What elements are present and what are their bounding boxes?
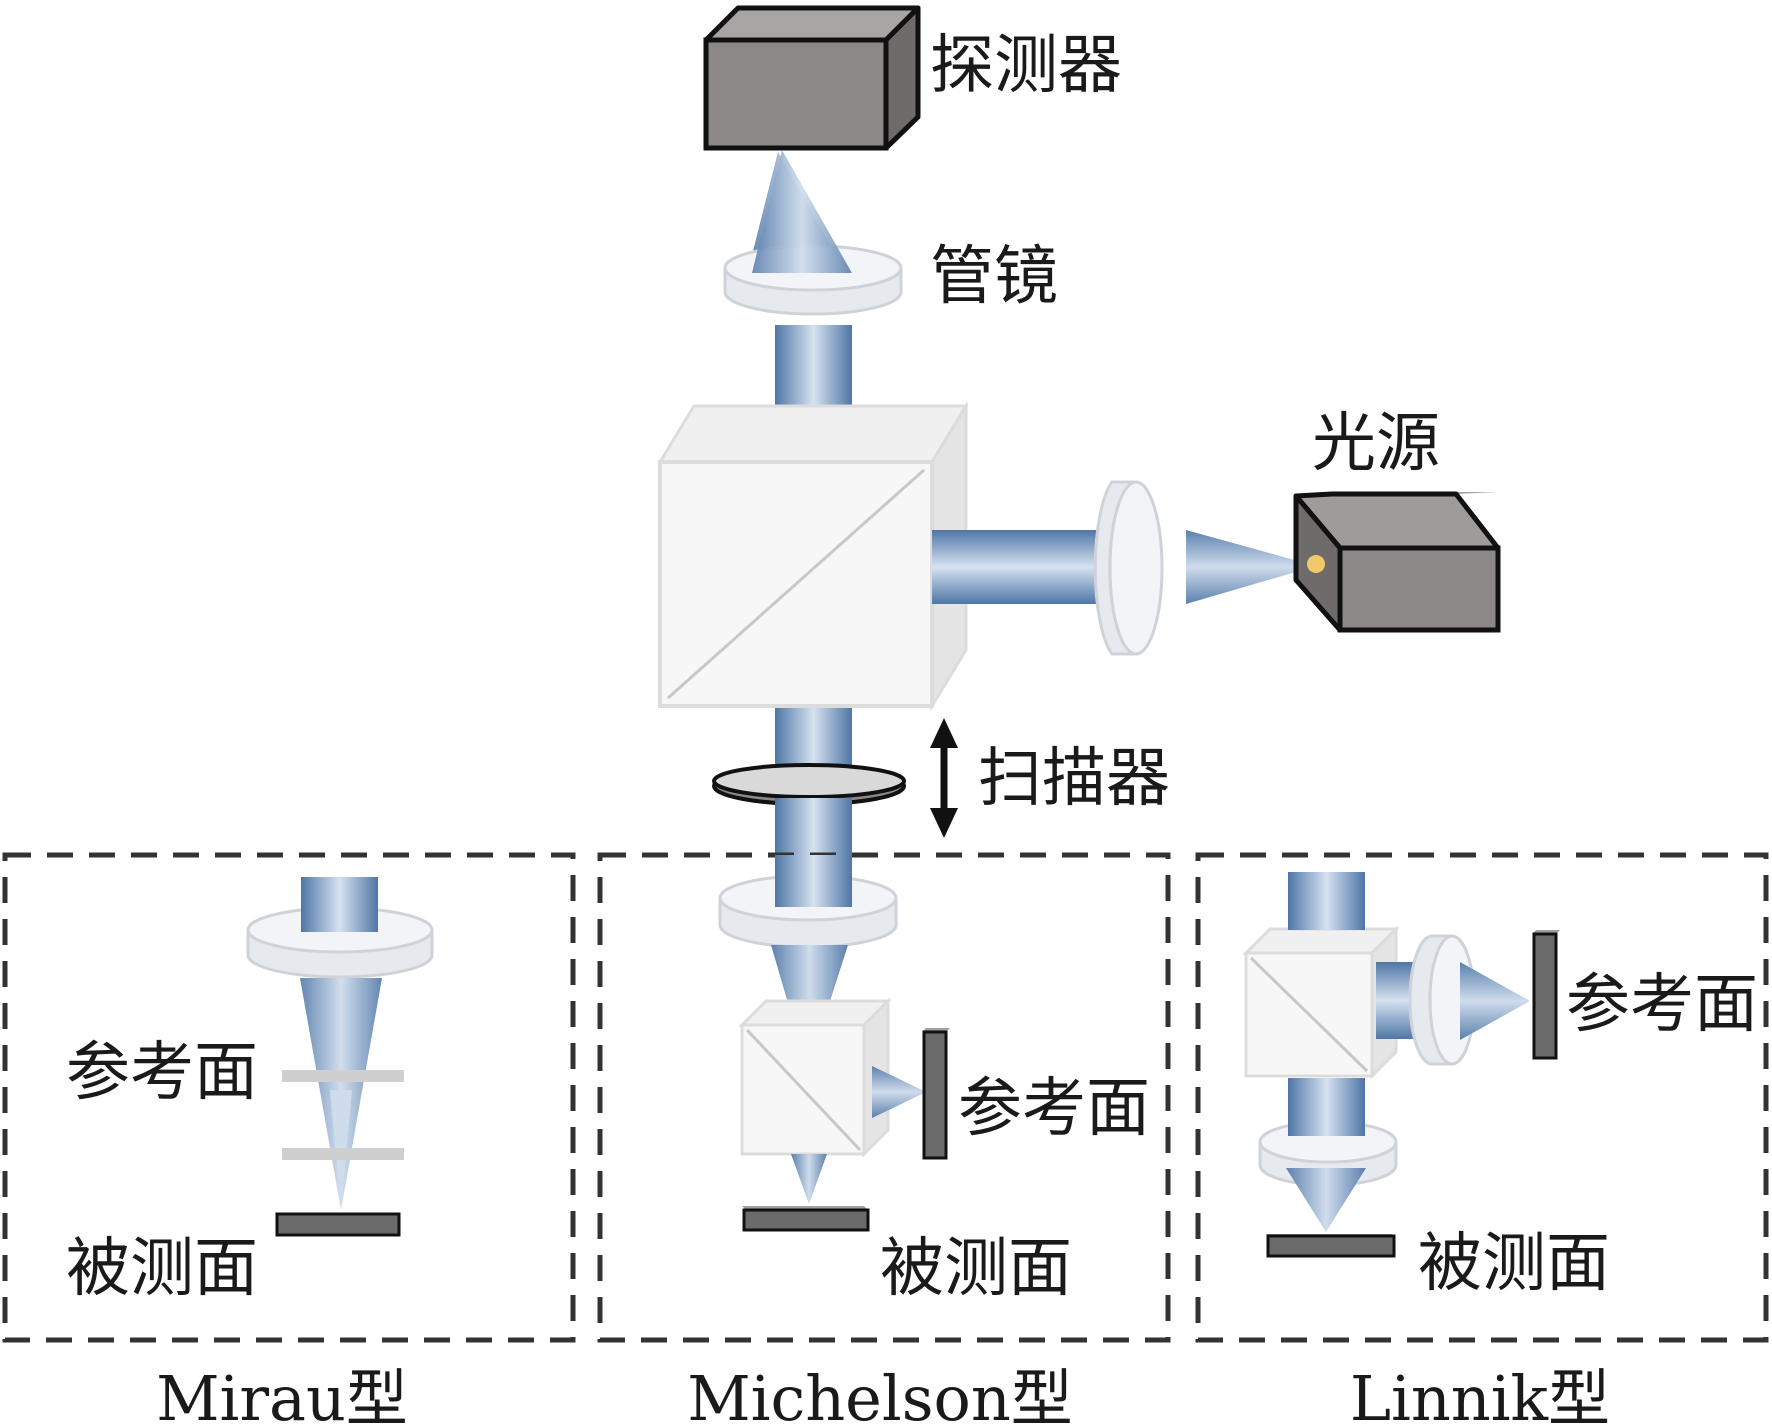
mirau-objective (246, 877, 434, 1210)
light-source-spot (1307, 555, 1325, 573)
scanner-label: 扫描器 (978, 742, 1170, 816)
michelson-beam-splitter (738, 997, 892, 1158)
michelson-type-label: Michelson型 (687, 1362, 1073, 1428)
linnik-reference-cone (1460, 962, 1530, 1040)
mirau-sample (275, 1212, 401, 1237)
mirau-beam-splitter-plate (282, 1148, 404, 1160)
tube-lens-label: 管镜 (930, 240, 1058, 314)
michelson-reference-mirror (922, 1028, 950, 1160)
michelson-reference-label: 参考面 (958, 1072, 1150, 1146)
linnik-sample-label: 被测面 (1418, 1227, 1610, 1301)
michelson-sample (742, 1206, 870, 1232)
light-source-label: 光源 (1312, 407, 1440, 481)
michelson-sample-cone (791, 1154, 827, 1204)
detector-label: 探测器 (930, 29, 1122, 103)
tube-cone-front (752, 150, 852, 273)
michelson-sample-label: 被测面 (880, 1232, 1072, 1306)
main-beam-splitter (657, 400, 969, 712)
linnik-beam-splitter (1242, 925, 1400, 1080)
mirau-reference-plate (282, 1070, 404, 1082)
dashed-panels (2, 852, 1769, 1343)
michelson-panel (597, 852, 1171, 1343)
linnik-type-label: Linnik型 (1350, 1362, 1610, 1428)
michelson-reference-cone (872, 1066, 926, 1118)
mirau-reference-label: 参考面 (66, 1036, 258, 1110)
mirau-panel (2, 852, 576, 1343)
linnik-panel (1195, 852, 1769, 1343)
linnik-reference-mirror (1532, 930, 1560, 1060)
mirau-sample-label: 被测面 (66, 1232, 258, 1306)
scanner-arrow-icon (930, 718, 958, 838)
michelson-objective (718, 855, 898, 1020)
source-lens (1093, 480, 1164, 656)
source-beam (932, 530, 1124, 604)
mirau-type-label: Mirau型 (156, 1362, 408, 1428)
source-cone-beam (1186, 530, 1316, 604)
linnik-sample-cone (1286, 1168, 1366, 1232)
detector (703, 5, 921, 151)
light-source (1293, 491, 1501, 633)
linnik-reference-label: 参考面 (1566, 968, 1758, 1042)
linnik-sample (1266, 1234, 1396, 1258)
